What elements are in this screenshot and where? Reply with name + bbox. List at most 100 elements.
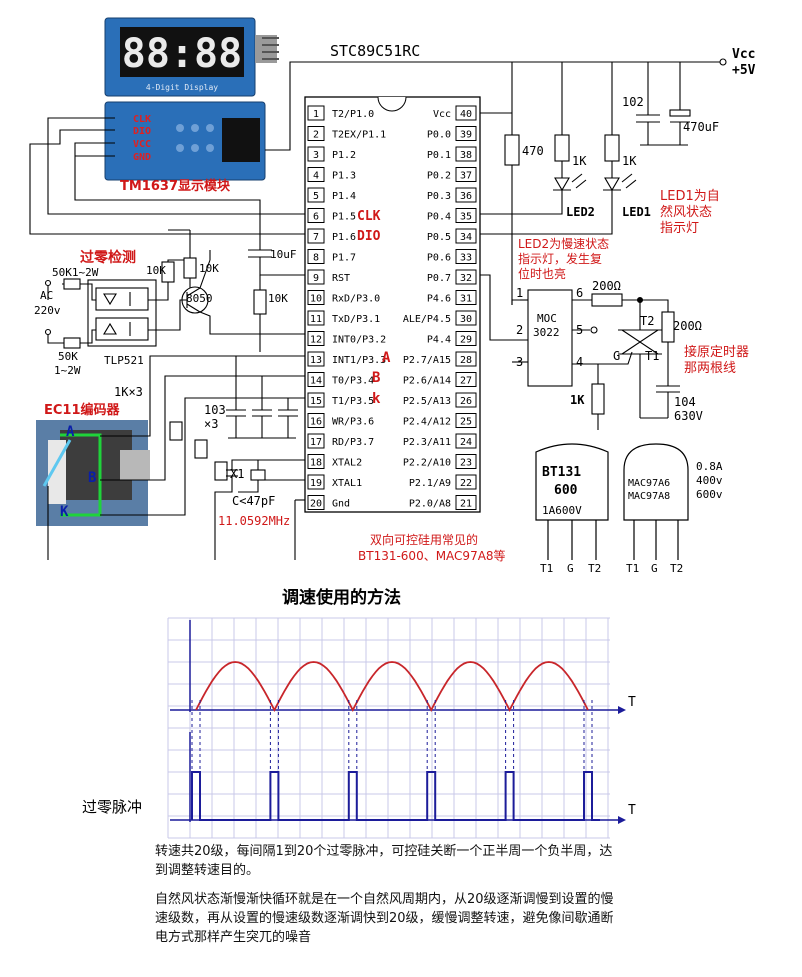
bt131-package	[535, 443, 609, 560]
pin-number-box	[307, 372, 325, 387]
pin-number-box	[455, 187, 477, 203]
bt-pin-g: G	[567, 562, 574, 575]
pin-number-box	[455, 269, 477, 285]
lower-axis-arrow	[618, 816, 626, 824]
pin-number: 32	[460, 273, 472, 284]
zero-cross-pulses	[191, 771, 600, 821]
pin-label: P2.2/A10	[403, 458, 451, 469]
bt-line-2: 600	[554, 483, 578, 498]
moc-num-label: 3022	[533, 326, 560, 339]
display-pin-dio: DIO	[133, 126, 151, 137]
pin-tag-a: A	[382, 350, 391, 366]
x1-label: X1	[230, 467, 244, 481]
pin-number-box	[455, 433, 477, 449]
triac-note-2: BT131-600、MAC97A8等	[358, 549, 506, 563]
encoder-label: EC11编码器	[44, 402, 121, 418]
pin-label: P0.3	[427, 191, 451, 202]
pin-number-box	[455, 454, 477, 469]
pin-number: 19	[310, 478, 322, 489]
pin-label: P4.6	[427, 294, 451, 305]
pin-label: P2.7/A15	[403, 355, 451, 366]
moc-pin-6: 6	[576, 286, 583, 300]
pin-label: P2.3/A11	[403, 437, 451, 448]
pin-number: 30	[460, 314, 472, 325]
pin-label: ALE/P4.5	[403, 314, 451, 325]
moc-pin-2: 2	[516, 323, 523, 337]
pin-number-box	[307, 474, 325, 490]
ac-halfwave-curve	[195, 661, 589, 712]
pin-number: 9	[313, 273, 319, 284]
pin-label: RxD/P3.0	[332, 294, 380, 305]
pin-number: 18	[310, 458, 322, 469]
w12-label: 1~2W	[54, 364, 81, 377]
pin-label: P1.4	[332, 191, 356, 202]
pin-label: P0.2	[427, 171, 451, 182]
cap-label: C<47pF	[232, 494, 275, 508]
pin-tag-clk: CLK	[357, 209, 381, 224]
pin-number-box	[455, 228, 477, 244]
pin-label: Vcc	[433, 109, 451, 120]
g-label: G	[613, 349, 620, 363]
pin-number-box	[307, 228, 325, 244]
pin-label: P0.0	[427, 130, 451, 141]
display-pin-vcc: VCC	[133, 139, 151, 150]
pin-label: WR/P3.6	[332, 417, 374, 428]
pin-number-box	[307, 310, 325, 326]
pin-label: INT1/P3.3	[332, 355, 386, 366]
t1-label: T1	[645, 349, 659, 363]
pin-number: 20	[310, 499, 322, 510]
pin-number: 40	[460, 109, 472, 120]
pin-label: INT0/P3.2	[332, 335, 386, 346]
pin-tag-dio: DIO	[357, 229, 381, 244]
mac-pin-t1: T1	[626, 562, 639, 575]
pin-number: 29	[460, 335, 472, 346]
led-section	[480, 134, 637, 341]
pin-number-box	[455, 495, 477, 510]
upper-axis-arrow	[618, 706, 626, 714]
pin-label: T1/P3.5	[332, 396, 374, 407]
pin-number: 34	[460, 232, 472, 243]
pulse-label: 过零脉冲	[82, 798, 142, 816]
led2-note-3: 位时也亮	[518, 266, 566, 281]
vcc-label: Vcc	[732, 47, 755, 62]
pin-number: 25	[460, 417, 472, 428]
r1k-gate-label: 1K	[570, 393, 585, 407]
plus5v-label: +5V	[732, 63, 756, 78]
pin-number: 35	[460, 212, 472, 223]
pin-number-box	[307, 392, 325, 408]
moc-pin-1: 1	[516, 286, 523, 300]
mac-spec-2: 400v	[696, 474, 723, 487]
r1k-b-label: 1K	[622, 154, 637, 168]
pin-number: 15	[310, 396, 322, 407]
pin-number: 31	[460, 294, 472, 305]
led1-note-3: 指示灯	[660, 221, 699, 236]
ac-label: AC	[40, 289, 53, 302]
opto-label: TLP521	[104, 354, 144, 367]
pin-number: 22	[460, 478, 472, 489]
pin-label: T2/P1.0	[332, 109, 374, 120]
mac-line-2: MAC97A8	[628, 491, 670, 502]
timer-note-2: 那两根线	[684, 361, 736, 376]
pin-number: 14	[310, 376, 322, 387]
pin-number: 39	[460, 130, 472, 141]
v630-label: 630V	[674, 409, 703, 423]
waveform-grid	[167, 617, 626, 839]
display-digits: 88:88	[122, 31, 242, 77]
led2-note-2: 指示灯，发生复	[518, 251, 602, 266]
pin-label: P0.6	[427, 253, 451, 264]
led2-label: LED2	[566, 205, 595, 219]
pin-number: 6	[313, 212, 319, 223]
pin-label: P1.3	[332, 171, 356, 182]
pin-label: P4.4	[427, 335, 451, 346]
pin-number-box	[307, 454, 325, 469]
mac-spec-3: 600v	[696, 488, 723, 501]
pin-number: 28	[460, 355, 472, 366]
moc-triac-section	[508, 289, 680, 430]
pin-label: RST	[332, 273, 350, 284]
bt-line-1: BT131	[542, 465, 581, 480]
pin-number-box	[307, 495, 325, 510]
pin-tag-k: k	[372, 391, 381, 407]
pin-number: 38	[460, 150, 472, 161]
r50k1-label: 50K1~2W	[52, 266, 99, 279]
